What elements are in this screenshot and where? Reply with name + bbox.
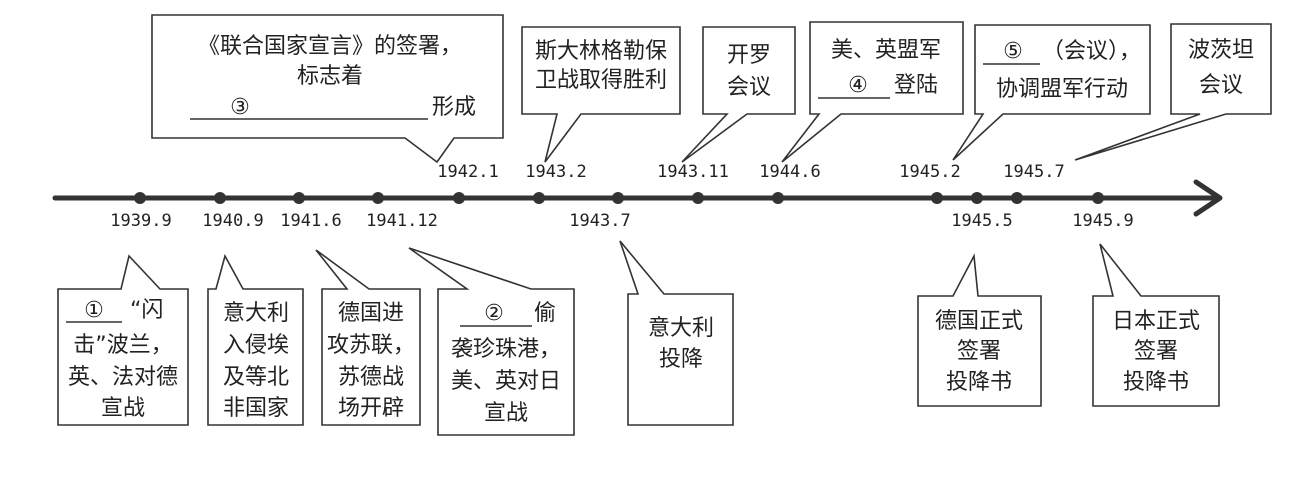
callout-1945-7: 波茨坦 会议 (1074, 23, 1272, 161)
callout-1941-12-line1-suffix: 偷 (534, 301, 556, 326)
callout-1943-11: 开罗 会议 (681, 26, 796, 163)
dot-1943-11 (692, 192, 704, 204)
date-label-1945-7: 1945.7 (1003, 162, 1064, 182)
dot-1943-7 (612, 192, 624, 204)
callout-1941-6-line1: 德国进 (338, 301, 404, 326)
timeline-dots (134, 192, 1104, 204)
callout-1943-2-line1: 斯大林格勒保 (535, 39, 667, 64)
callout-1945-7-line2: 会议 (1199, 73, 1243, 98)
callout-1945-2-line1-suffix: （会议）， (1042, 39, 1141, 64)
callout-1945-5-line3: 投降书 (946, 370, 1012, 395)
callout-1942-1-line2: 标志着 (297, 64, 363, 89)
callout-1939-9-line2: 击”波兰， (73, 333, 172, 358)
date-label-1940-9: 1940.9 (202, 211, 263, 231)
callout-1945-5-line2: 签署 (957, 339, 1001, 364)
dot-1945-9 (1092, 192, 1104, 204)
callout-1944-6: 美、英盟军 ④ 登陆 (781, 21, 964, 163)
dot-1941-6 (293, 192, 305, 204)
dot-1939-9 (134, 192, 146, 204)
dot-1944-6 (772, 192, 784, 204)
callout-1944-6-line2-suffix: 登陆 (894, 73, 938, 98)
callout-1943-11-line1: 开罗 (727, 43, 771, 68)
blank-1-marker: ① (84, 298, 104, 323)
date-label-1945-2: 1945.2 (899, 162, 960, 182)
callout-1940-9: 意大利 入侵埃 及等北 非国家 (207, 253, 304, 426)
dot-1941-12 (372, 192, 384, 204)
callout-1944-6-line1: 美、英盟军 (831, 38, 941, 63)
date-label-1943-11: 1943.11 (657, 162, 729, 182)
date-label-1939-9: 1939.9 (110, 211, 171, 231)
blank-4-marker: ④ (848, 73, 868, 98)
callout-1942-1: 《联合国家宣言》的签署， 标志着 ③ 形成 (151, 14, 504, 164)
date-labels: 1939.9 1940.9 1941.6 1941.12 1942.1 1943… (110, 162, 1133, 231)
callout-1945-5: 德国正式 签署 投降书 (917, 253, 1042, 407)
callout-1945-9: 日本正式 签署 投降书 (1092, 243, 1220, 407)
callout-1941-6-line3: 苏德战 (338, 365, 404, 390)
callout-1943-7-line1: 意大利 (648, 316, 714, 341)
date-label-1945-9: 1945.9 (1072, 211, 1133, 231)
callout-1940-9-line2: 入侵埃 (223, 333, 289, 358)
dot-1943-2 (533, 192, 545, 204)
blank-3-marker: ③ (230, 95, 250, 120)
callout-1942-1-line3-suffix: 形成 (432, 95, 476, 120)
callout-1945-2-line2: 协调盟军行动 (996, 77, 1128, 102)
dot-1945-2 (931, 192, 943, 204)
date-label-1942-1: 1942.1 (437, 162, 498, 182)
callout-1939-9-line3: 英、法对德 (68, 365, 178, 390)
date-label-1941-6: 1941.6 (280, 211, 341, 231)
callout-1943-2-line2: 卫战取得胜利 (535, 68, 667, 93)
dot-1940-9 (214, 192, 226, 204)
callout-1942-1-line1: 《联合国家宣言》的签署， (198, 34, 462, 59)
dot-1945-5 (971, 192, 983, 204)
blank-2-marker: ② (484, 301, 504, 326)
callout-1945-7-line1: 波茨坦 (1188, 38, 1254, 63)
callout-1940-9-line1: 意大利 (223, 301, 289, 326)
callout-1939-9: ① “闪 击”波兰， 英、法对德 宣战 (57, 254, 189, 426)
callout-1945-5-line1: 德国正式 (935, 309, 1023, 334)
callout-1941-12-line3: 美、英对日 (451, 369, 561, 394)
callout-1941-12-line2: 袭珍珠港， (451, 337, 561, 362)
callout-1945-9-line2: 签署 (1134, 339, 1178, 364)
date-label-1943-7: 1943.7 (569, 211, 630, 231)
blank-5-marker: ⑤ (1003, 39, 1023, 64)
date-label-1945-5: 1945.5 (951, 211, 1012, 231)
callout-1941-12-line4: 宣战 (484, 401, 528, 426)
dot-1942-1 (453, 192, 465, 204)
dot-1945-7 (1011, 192, 1023, 204)
date-label-1944-6: 1944.6 (759, 162, 820, 182)
callout-1939-9-line1-suffix: “闪 (130, 298, 163, 323)
date-label-1943-2: 1943.2 (525, 162, 586, 182)
callout-1941-12: ② 偷 袭珍珠港， 美、英对日 宣战 (408, 247, 575, 436)
callout-1943-7-line2: 投降 (659, 347, 703, 372)
callout-1940-9-line3: 及等北 (223, 365, 289, 390)
callout-1939-9-line4: 宣战 (101, 396, 145, 421)
date-label-1941-12: 1941.12 (366, 211, 438, 231)
callout-1945-9-line3: 投降书 (1123, 370, 1189, 395)
callout-1943-2: 斯大林格勒保 卫战取得胜利 (521, 26, 681, 163)
callout-1941-6: 德国进 攻苏联， 苏德战 场开辟 (315, 249, 421, 426)
callout-1945-9-line1: 日本正式 (1112, 309, 1200, 334)
callout-1945-2: ⑤ （会议）， 协调盟军行动 (952, 24, 1151, 161)
callout-1943-11-line2: 会议 (727, 75, 771, 100)
callout-1943-7: 意大利 投降 (619, 240, 734, 426)
callout-1940-9-line4: 非国家 (223, 396, 289, 421)
callout-1941-6-line4: 场开辟 (338, 396, 404, 421)
callout-1941-6-line2: 攻苏联， (327, 333, 415, 358)
timeline-arrow-icon (1193, 179, 1223, 217)
